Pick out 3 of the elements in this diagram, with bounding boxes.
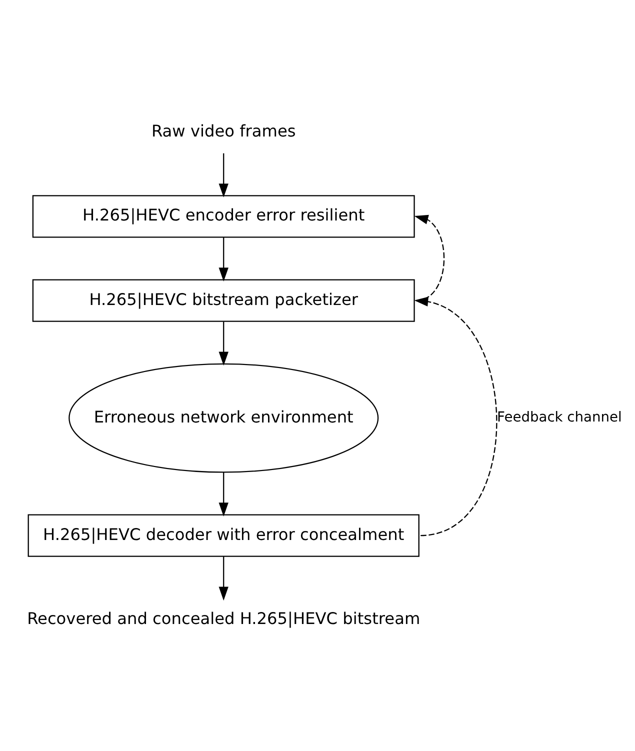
node-text: Raw video frames [151,121,296,140]
edge-label: Feedback channel [497,409,622,426]
node-text: Recovered and concealed H.265|HEVC bitstream [27,608,420,628]
